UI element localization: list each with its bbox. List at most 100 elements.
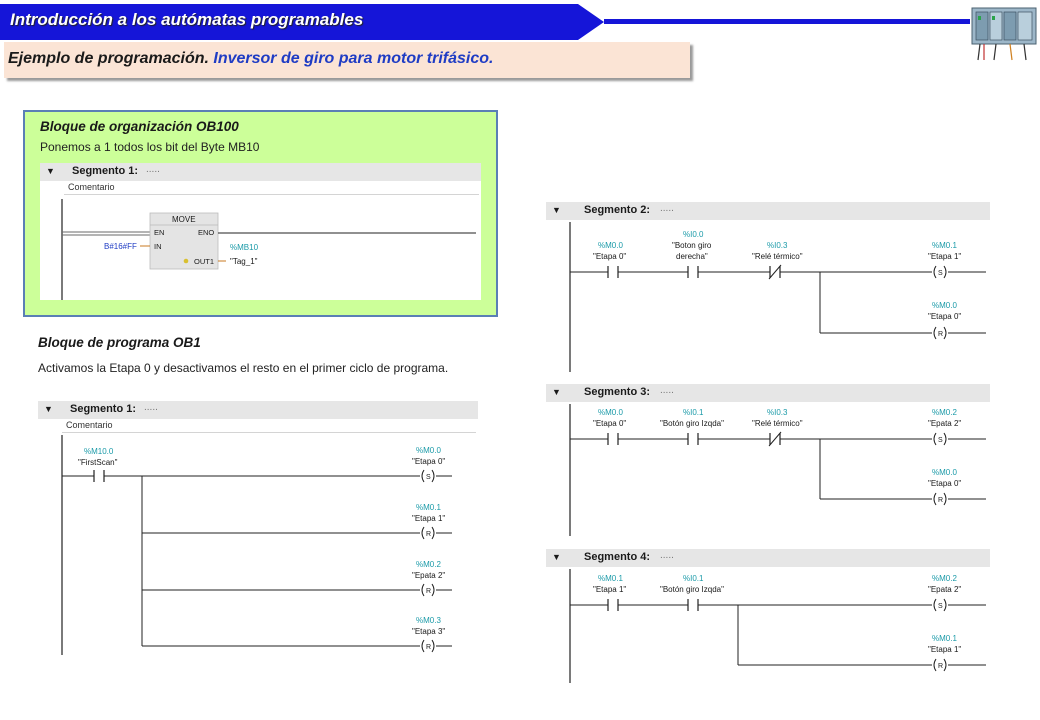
- coil-address: %M0.0: [932, 301, 957, 310]
- coil-reset[interactable]: R: [933, 492, 947, 506]
- coil-type: R: [426, 531, 431, 538]
- coil-set[interactable]: S: [933, 432, 947, 446]
- coil-tag: "Epata 2": [412, 571, 445, 580]
- ob1-ladder-diagram: %M10.0 "FirstScan" S %M0.0 "Etapa 0" R %…: [61, 435, 452, 655]
- contact-tag: "Etapa 0": [593, 252, 626, 261]
- coil-reset[interactable]: R: [933, 658, 947, 672]
- ob1-segment-1: ▼ Segmento 1: ..... Comentario %M10.0 "F…: [38, 401, 478, 655]
- coil-tag: "Epata 2": [928, 585, 961, 594]
- coil-reset[interactable]: R: [421, 639, 435, 653]
- move-in-value[interactable]: B#16#FF: [104, 242, 137, 251]
- contact-no[interactable]: [687, 266, 699, 278]
- contact-no[interactable]: [687, 599, 699, 611]
- coil-address: %M0.1: [416, 503, 441, 512]
- segment-header[interactable]: ▼ Segmento 1: .....: [38, 401, 478, 419]
- segment-4-ladder: S R %M0.1 "Etapa 1" %I0.1 "Botón giro Iz…: [569, 569, 986, 683]
- ob1-heading: Bloque de programa OB1: [38, 335, 201, 350]
- coil-tag: "Etapa 1": [412, 514, 445, 523]
- segment-header[interactable]: ▼ Segmento 3: .....: [546, 384, 990, 402]
- segment-title-placeholder: .....: [144, 402, 158, 413]
- contact-no[interactable]: [687, 433, 699, 445]
- contact-no[interactable]: [607, 433, 619, 445]
- coil-set[interactable]: S: [933, 598, 947, 612]
- coil-tag: "Etapa 0": [928, 479, 961, 488]
- collapse-triangle-icon[interactable]: ▼: [44, 404, 53, 414]
- contact-tag: "Relé térmico": [752, 419, 803, 428]
- segment-label: Segmento 1:: [70, 403, 137, 415]
- coil-type: R: [938, 663, 943, 670]
- title-banner: [0, 4, 970, 40]
- collapse-triangle-icon[interactable]: ▼: [46, 166, 55, 176]
- segment-2: ▼ Segmento 2: ..... S: [546, 202, 990, 372]
- move-block[interactable]: [149, 212, 219, 270]
- segment-3: ▼ Segmento 3: ..... S: [546, 384, 990, 539]
- coil-set[interactable]: S: [933, 265, 947, 279]
- subtitle-suffix: Inversor de giro para motor trifásico.: [213, 50, 494, 67]
- contact-address: %I0.0: [683, 230, 704, 239]
- ob100-heading: Bloque de organización OB100: [40, 119, 239, 134]
- segment-comment[interactable]: Comentario: [64, 181, 479, 195]
- coil-reset[interactable]: R: [933, 326, 947, 340]
- contact-tag-line1: "Boton giro: [672, 241, 712, 250]
- contact-no[interactable]: [93, 470, 105, 482]
- coil-tag: "Epata 2": [928, 419, 961, 428]
- coil-tag: "Etapa 0": [412, 457, 445, 466]
- segment-header[interactable]: ▼ Segmento 1: .....: [40, 163, 481, 181]
- segment-title-placeholder: .....: [660, 203, 674, 214]
- contact-tag: "Relé térmico": [752, 252, 803, 261]
- collapse-triangle-icon[interactable]: ▼: [552, 205, 561, 215]
- coil-type: S: [426, 474, 431, 481]
- coil-reset[interactable]: R: [421, 526, 435, 540]
- contact-address: %I0.3: [767, 241, 788, 250]
- contact-tag: "Botón giro Izqda": [660, 419, 724, 428]
- contact-address: %M10.0: [84, 447, 114, 456]
- coil-tag: "Etapa 1": [928, 645, 961, 654]
- segment-label: Segmento 1:: [72, 165, 139, 177]
- contact-tag: "Etapa 1": [593, 585, 626, 594]
- ob100-ladder-diagram: MOVE EN ENO IN OUT1 B#16#FF %MB10 "Tag_1…: [61, 199, 476, 300]
- segment-4: ▼ Segmento 4: ..... S R %M0.1: [546, 549, 990, 683]
- coil-tag: "Etapa 3": [412, 627, 445, 636]
- segment-title-placeholder: .....: [660, 550, 674, 561]
- ob100-segment-1: ▼ Segmento 1: ..... Comentario MOVE EN E…: [40, 163, 481, 300]
- contact-address: %M0.0: [598, 241, 623, 250]
- coil-reset[interactable]: R: [421, 583, 435, 597]
- contact-address: %I0.1: [683, 574, 704, 583]
- out-expand-icon[interactable]: [183, 258, 189, 264]
- contact-tag: "Botón giro Izqda": [660, 585, 724, 594]
- subtitle-prefix: Ejemplo de programación.: [8, 50, 209, 67]
- coil-tag: "Etapa 0": [928, 312, 961, 321]
- coil-type: R: [938, 331, 943, 338]
- move-block-title: MOVE: [172, 215, 196, 224]
- coil-type: S: [938, 270, 943, 277]
- contact-tag: "FirstScan": [78, 458, 118, 467]
- coil-address: %M0.2: [416, 560, 441, 569]
- move-out-address[interactable]: %MB10: [230, 243, 259, 252]
- contact-nc[interactable]: [768, 264, 782, 280]
- collapse-triangle-icon[interactable]: ▼: [552, 387, 561, 397]
- move-out-tag[interactable]: "Tag_1": [230, 257, 258, 266]
- coil-type: R: [426, 588, 431, 595]
- pin-out: OUT1: [194, 257, 214, 266]
- coil-type: S: [938, 437, 943, 444]
- coil-address: %M0.1: [932, 634, 957, 643]
- coil-type: S: [938, 603, 943, 610]
- segment-2-ladder: S R %M0.0 "Etapa 0" %I0.0 "Boton giro de…: [569, 222, 986, 372]
- ob1-description: Activamos la Etapa 0 y desactivamos el r…: [38, 361, 449, 375]
- ob100-description: Ponemos a 1 todos los bit del Byte MB10: [40, 140, 260, 154]
- contact-nc[interactable]: [768, 431, 782, 447]
- coil-address: %M0.0: [416, 446, 441, 455]
- segment-comment[interactable]: Comentario: [62, 419, 476, 433]
- segment-label: Segmento 4:: [584, 551, 651, 563]
- contact-no[interactable]: [607, 266, 619, 278]
- coil-address: %M0.2: [932, 574, 957, 583]
- segment-header[interactable]: ▼ Segmento 4: .....: [546, 549, 990, 567]
- segment-header[interactable]: ▼ Segmento 2: .....: [546, 202, 990, 220]
- coil-type: R: [938, 497, 943, 504]
- coil-type: R: [426, 644, 431, 651]
- coil-set[interactable]: S: [421, 469, 435, 483]
- collapse-triangle-icon[interactable]: ▼: [552, 552, 561, 562]
- contact-no[interactable]: [607, 599, 619, 611]
- pin-eno: ENO: [198, 228, 214, 237]
- contact-address: %I0.1: [683, 408, 704, 417]
